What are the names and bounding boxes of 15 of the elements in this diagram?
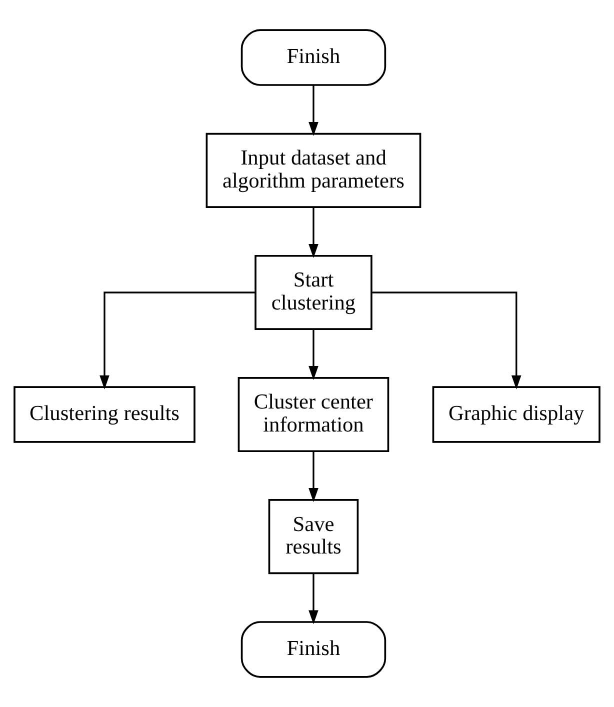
arrow	[308, 85, 318, 136]
arrow	[308, 207, 318, 258]
arrow	[308, 329, 318, 380]
arrow	[100, 292, 256, 390]
node-box: Graphic display	[432, 386, 600, 443]
node-box: Input dataset and algorithm parameters	[206, 132, 422, 208]
arrow	[372, 292, 522, 390]
node-box: Clustering results	[14, 386, 196, 443]
node-box: Finish	[240, 621, 386, 678]
node-box: Cluster center information	[238, 376, 390, 452]
arrow	[308, 451, 318, 502]
arrow	[308, 574, 318, 624]
node-box: Start clustering	[254, 254, 372, 330]
node-box: Save results	[268, 499, 359, 574]
node-box: Finish	[240, 29, 386, 86]
